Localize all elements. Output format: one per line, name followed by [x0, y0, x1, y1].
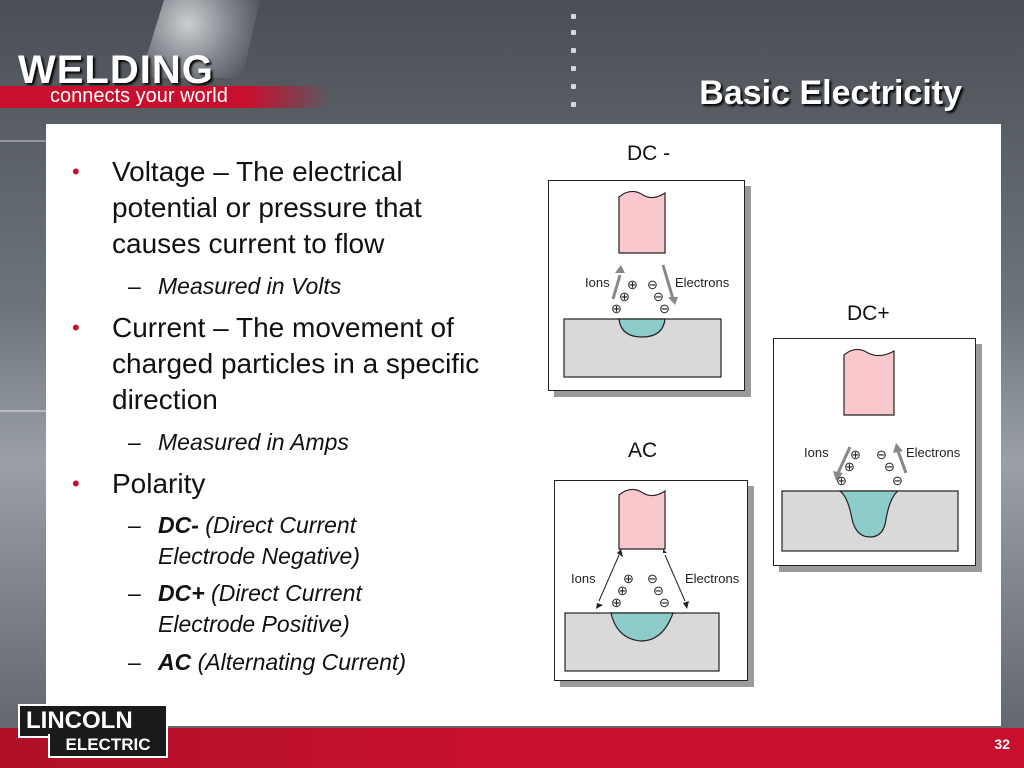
diagram-dc-negative: Ions Electrons ⊕ ⊕ ⊕ ⊖ ⊖ ⊖ — [548, 180, 745, 391]
weld-puddle — [838, 490, 900, 538]
positive-charge-icon: ⊕ — [619, 289, 630, 304]
negative-charge-icon: ⊖ — [659, 301, 670, 316]
brand-title: WELDING — [18, 48, 214, 92]
electron-arrow — [664, 554, 686, 602]
background-dot — [571, 14, 576, 19]
background-streak — [0, 140, 46, 142]
electrode-icon — [618, 190, 666, 254]
logo-bottom-text: ELECTRIC — [48, 734, 168, 758]
electrons-label: Electrons — [675, 275, 730, 290]
electrons-label: Electrons — [906, 445, 961, 460]
ion-arrow-tail-head — [596, 603, 603, 609]
electron-arrow-head — [663, 549, 667, 553]
negative-charge-icon: ⊖ — [653, 289, 664, 304]
diagram-dc-negative-svg: Ions Electrons ⊕ ⊕ ⊕ ⊖ ⊖ ⊖ — [563, 190, 730, 378]
diagram-label-ac: AC — [628, 439, 658, 462]
electrode-icon — [843, 348, 895, 416]
header: WELDING connects your world Basic Electr… — [0, 0, 1024, 122]
weld-puddle — [610, 612, 674, 642]
background-dot — [571, 102, 576, 107]
lincoln-electric-logo: LINCOLN ELECTRIC ® — [18, 704, 177, 758]
diagram-ac: Ions Electrons ⊕ ⊕ ⊕ ⊖ ⊖ ⊖ — [554, 480, 748, 681]
background-streak — [0, 410, 46, 412]
bullet-text: Voltage – The electrical potential or pr… — [112, 156, 422, 259]
electron-arrow-tail-head — [683, 601, 689, 609]
slide-title: Basic Electricity — [699, 74, 962, 112]
bullet-text: Polarity — [112, 468, 206, 499]
bullet-text: Current – The movement of charged partic… — [112, 312, 480, 415]
diagram-dc-positive: Ions Electrons ⊕ ⊕ ⊕ ⊖ ⊖ ⊖ — [773, 338, 976, 566]
dash-mark: – — [128, 273, 141, 299]
background-dot — [571, 66, 576, 71]
electron-arrow — [896, 450, 908, 474]
bullet-mark: • — [72, 315, 80, 340]
positive-charge-icon: ⊕ — [844, 459, 855, 474]
negative-charge-icon: ⊖ — [659, 595, 670, 610]
negative-charge-icon: ⊖ — [892, 473, 903, 488]
positive-charge-icon: ⊕ — [611, 595, 622, 610]
electron-arrow — [661, 264, 675, 300]
ions-label: Ions — [804, 445, 829, 460]
logo-top-text: LINCOLN — [18, 704, 168, 738]
electron-arrow-head — [893, 443, 903, 453]
ions-label: Ions — [585, 275, 610, 290]
ion-arrow — [598, 554, 620, 602]
ion-arrow — [611, 274, 622, 300]
ion-arrow — [836, 446, 852, 474]
ion-arrow-head — [617, 549, 623, 557]
diagram-ac-svg: Ions Electrons ⊕ ⊕ ⊕ ⊖ ⊖ ⊖ — [564, 488, 740, 672]
positive-charge-icon: ⊕ — [850, 447, 861, 462]
negative-charge-icon: ⊖ — [884, 459, 895, 474]
ions-label: Ions — [571, 571, 596, 586]
brand-tagline: connects your world — [50, 85, 228, 107]
positive-charge-icon: ⊕ — [617, 583, 628, 598]
weld-puddle — [618, 318, 666, 338]
dash-mark: – — [128, 512, 141, 538]
diagram-label-dc-positive: DC+ — [847, 302, 890, 325]
footer-bar — [0, 728, 1024, 768]
sub-bullet-text: Measured in Volts — [158, 273, 342, 299]
positive-charge-icon: ⊕ — [627, 277, 638, 292]
registered-mark: ® — [170, 708, 178, 719]
bullet-mark: • — [72, 471, 80, 496]
negative-charge-icon: ⊖ — [876, 447, 887, 462]
electrode-icon — [618, 488, 666, 550]
sub-bullet-text: DC+ (Direct Current Electrode Positive) — [158, 580, 362, 637]
electrons-label: Electrons — [685, 571, 740, 586]
positive-charge-icon: ⊕ — [623, 571, 634, 586]
background-dot — [571, 48, 576, 53]
dash-mark: – — [128, 649, 141, 675]
page-number: 32 — [994, 736, 1010, 752]
ion-arrow-head — [833, 471, 843, 481]
sub-bullet-text: DC- (Direct Current Electrode Negative) — [158, 512, 360, 569]
bullet-mark: • — [72, 159, 80, 184]
brand-red-bar — [0, 86, 330, 108]
background-dot — [571, 84, 576, 89]
diagram-label-dc-negative: DC - — [627, 142, 671, 165]
dash-mark: – — [128, 429, 141, 455]
positive-charge-icon: ⊕ — [836, 473, 847, 488]
ion-arrow-head — [615, 265, 625, 273]
diagram-dc-positive-svg: Ions Electrons ⊕ ⊕ ⊕ ⊖ ⊖ ⊖ — [781, 348, 961, 552]
positive-charge-icon: ⊕ — [611, 301, 622, 316]
sub-bullet-text: Measured in Amps — [158, 429, 349, 455]
background-dot — [571, 30, 576, 35]
negative-charge-icon: ⊖ — [647, 571, 658, 586]
negative-charge-icon: ⊖ — [647, 277, 658, 292]
electron-arrow-head — [668, 297, 678, 305]
dash-mark: – — [128, 580, 141, 606]
negative-charge-icon: ⊖ — [653, 583, 664, 598]
sub-bullet-text: AC (Alternating Current) — [158, 649, 406, 675]
welder-image — [140, 0, 260, 78]
